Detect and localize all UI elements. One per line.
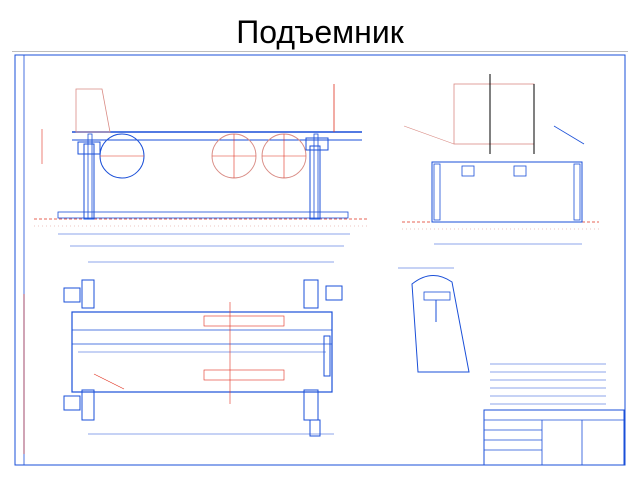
title-block — [483, 409, 625, 466]
section-detail — [398, 267, 470, 373]
plan-view — [23, 261, 343, 454]
title-divider — [12, 51, 628, 52]
slide-title: Подъемник — [236, 14, 404, 50]
sheet-frame — [14, 54, 626, 466]
lift-assembly-drawing — [14, 54, 626, 466]
side-view — [402, 74, 599, 245]
technical-notes — [490, 363, 606, 405]
front-view — [34, 84, 369, 247]
